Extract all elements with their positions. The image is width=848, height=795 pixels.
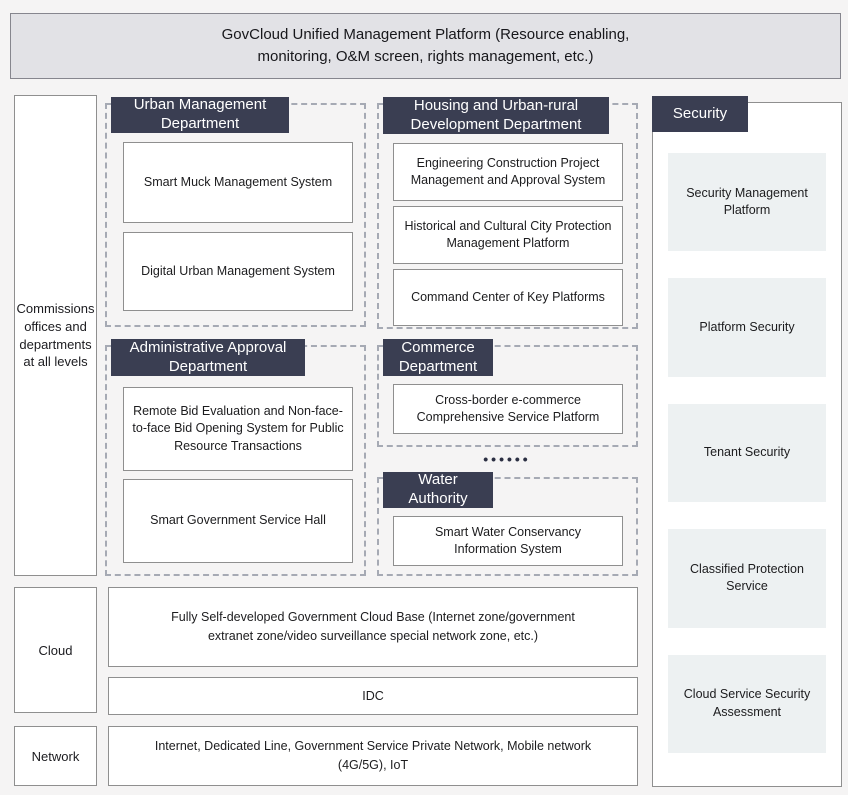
commissions-box: Commissions offices and departments at a… bbox=[14, 95, 97, 576]
badge-administrative-approval: Administrative Approval Department bbox=[111, 339, 305, 376]
security-item-platform-security: Platform Security bbox=[668, 278, 826, 377]
ellipsis-dots: •••••• bbox=[483, 451, 531, 467]
system-box-smart-water: Smart Water Conservancy Information Syst… bbox=[393, 516, 623, 566]
security-item-cloud-assessment: Cloud Service Security Assessment bbox=[668, 654, 826, 754]
cloud-label: Cloud bbox=[14, 587, 97, 713]
cloud-base-box: Fully Self-developed Government Cloud Ba… bbox=[108, 587, 638, 667]
system-box-smart-muck: Smart Muck Management System bbox=[123, 142, 353, 223]
system-box-command-center: Command Center of Key Platforms bbox=[393, 269, 623, 326]
badge-commerce: Commerce Department bbox=[383, 339, 493, 376]
network-label: Network bbox=[14, 726, 97, 786]
security-item-tenant-security: Tenant Security bbox=[668, 403, 826, 503]
badge-housing-development: Housing and Urban-rural Development Depa… bbox=[383, 97, 609, 134]
network-box: Internet, Dedicated Line, Government Ser… bbox=[108, 726, 638, 786]
system-box-engineering-construction: Engineering Construction Project Managem… bbox=[393, 143, 623, 201]
group-commerce: Commerce Department Cross-border e-comme… bbox=[377, 339, 638, 447]
top-banner: GovCloud Unified Management Platform (Re… bbox=[10, 13, 841, 79]
system-box-cross-border-ecommerce: Cross-border e-commerce Comprehensive Se… bbox=[393, 384, 623, 434]
group-administrative-approval: Administrative Approval Department Remot… bbox=[105, 339, 366, 576]
group-housing-development: Housing and Urban-rural Development Depa… bbox=[377, 97, 638, 329]
security-item-classified-protection: Classified Protection Service bbox=[668, 529, 826, 628]
top-banner-title: GovCloud Unified Management Platform (Re… bbox=[221, 26, 630, 65]
system-box-smart-government-hall: Smart Government Service Hall bbox=[123, 479, 353, 563]
group-urban-management: Urban Management Department Smart Muck M… bbox=[105, 96, 366, 327]
group-water-authority: Water Authority Smart Water Conservancy … bbox=[377, 471, 638, 576]
badge-urban-management: Urban Management Department bbox=[111, 96, 289, 133]
security-panel: Security Security Management Platform Pl… bbox=[652, 96, 842, 787]
badge-water-authority: Water Authority bbox=[383, 471, 493, 508]
idc-box: IDC bbox=[108, 677, 638, 715]
system-box-digital-urban: Digital Urban Management System bbox=[123, 232, 353, 311]
badge-security: Security bbox=[652, 96, 748, 132]
security-item-management-platform: Security Management Platform bbox=[668, 153, 826, 252]
system-box-historical-cultural: Historical and Cultural City Protection … bbox=[393, 206, 623, 264]
system-box-remote-bid: Remote Bid Evaluation and Non-face-to-fa… bbox=[123, 387, 353, 471]
